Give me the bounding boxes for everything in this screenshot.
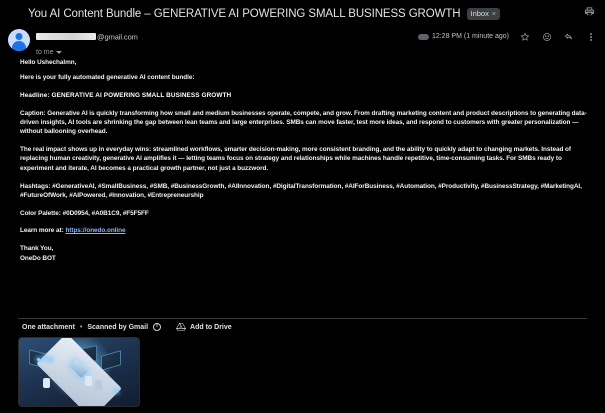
attachment-bar: One attachment • Scanned by Gmail i Add … bbox=[22, 322, 232, 332]
print-icon bbox=[584, 6, 594, 15]
learn-more-label: Learn more at: bbox=[20, 227, 64, 235]
thumb-glow-dot bbox=[37, 358, 40, 361]
body-caption: Caption: Generative AI is quickly transf… bbox=[20, 109, 587, 136]
thumb-glow-dot bbox=[115, 390, 118, 393]
print-button[interactable] bbox=[581, 3, 597, 19]
chevron-down-icon[interactable] bbox=[55, 51, 62, 54]
body-learn-more: Learn more at: https://onedo.online bbox=[20, 226, 591, 235]
recipient-toggle[interactable]: to me bbox=[36, 49, 138, 56]
page-title: You AI Content Bundle – GENERATIVE AI PO… bbox=[28, 8, 461, 20]
star-button[interactable] bbox=[518, 30, 531, 43]
timestamp-badge-icon bbox=[417, 33, 429, 40]
thumb-robot-shape bbox=[85, 376, 92, 386]
thumb-glow-dot bbox=[43, 356, 46, 359]
body-intro: Here is your fully automated generative … bbox=[20, 74, 195, 82]
more-options-button[interactable] bbox=[584, 30, 597, 43]
reply-icon bbox=[564, 32, 572, 39]
label-chip-remove-icon[interactable]: × bbox=[491, 10, 496, 18]
star-icon bbox=[520, 31, 529, 41]
label-chip-text: Inbox bbox=[470, 9, 489, 19]
sender-meta: @gmail.com to me bbox=[36, 28, 138, 56]
recipient-label: to me bbox=[36, 49, 54, 56]
body-headline: Headline: GENERATIVE AI POWERING SMALL B… bbox=[20, 92, 232, 100]
thumb-screen-shape bbox=[101, 350, 121, 371]
body-greeting: Hello Ushechalmn, bbox=[20, 59, 77, 66]
timestamp: 12:28 PM (1 minute ago) bbox=[417, 33, 509, 40]
learn-more-link[interactable]: https://onedo.online bbox=[65, 227, 126, 235]
avatar-body-shape bbox=[12, 41, 26, 51]
body-color-palette: Color Palette: #0D0954, #A0B1C9, #F5F5FF bbox=[20, 209, 149, 217]
emoji-icon bbox=[542, 32, 551, 41]
add-reaction-button[interactable] bbox=[540, 30, 553, 43]
attachment-divider bbox=[18, 318, 587, 319]
more-vert-icon bbox=[589, 32, 592, 41]
add-to-drive-label: Add to Drive bbox=[190, 323, 232, 331]
avatar[interactable] bbox=[8, 29, 30, 51]
sender-email: @gmail.com bbox=[97, 32, 138, 42]
thumb-glow-dot bbox=[49, 358, 52, 361]
label-chip-inbox[interactable]: Inbox × bbox=[466, 8, 500, 20]
attachment-thumbnail-image bbox=[19, 338, 139, 406]
body-signature-block: Thank You, OneDo BOT bbox=[20, 244, 591, 263]
avatar-head-shape bbox=[15, 33, 23, 40]
signature-name: OneDo BOT bbox=[20, 254, 56, 262]
google-drive-icon bbox=[176, 322, 187, 332]
info-icon[interactable]: i bbox=[153, 323, 162, 331]
attachment-scanned-text: Scanned by Gmail bbox=[87, 323, 149, 331]
body-paragraph: The real impact shows up in everyday win… bbox=[20, 146, 571, 172]
reply-button[interactable] bbox=[562, 30, 575, 43]
attachment-count: One attachment bbox=[22, 323, 75, 331]
attachment-thumbnail-card[interactable] bbox=[18, 337, 140, 407]
attachment-separator: • bbox=[79, 323, 83, 331]
add-to-drive-button[interactable]: Add to Drive bbox=[176, 322, 232, 332]
thumb-robot-shape bbox=[43, 378, 50, 388]
message-body: Hello Ushechalmn, Here is your fully aut… bbox=[20, 58, 591, 272]
signoff-text: Thank You, bbox=[20, 245, 54, 253]
thumb-robot-shape bbox=[95, 380, 102, 390]
sender-row: @gmail.com to me 12:28 PM (1 minute ago) bbox=[0, 27, 605, 57]
timestamp-text: 12:28 PM (1 minute ago) bbox=[431, 33, 509, 40]
sender-name-redacted bbox=[36, 33, 96, 41]
body-hashtags: Hashtags: #GenerativeAI, #SmallBusiness,… bbox=[20, 182, 582, 199]
subject-row: You AI Content Bundle – GENERATIVE AI PO… bbox=[0, 4, 605, 24]
sender-identity[interactable]: @gmail.com bbox=[36, 28, 138, 46]
message-actions: 12:28 PM (1 minute ago) bbox=[417, 30, 597, 43]
